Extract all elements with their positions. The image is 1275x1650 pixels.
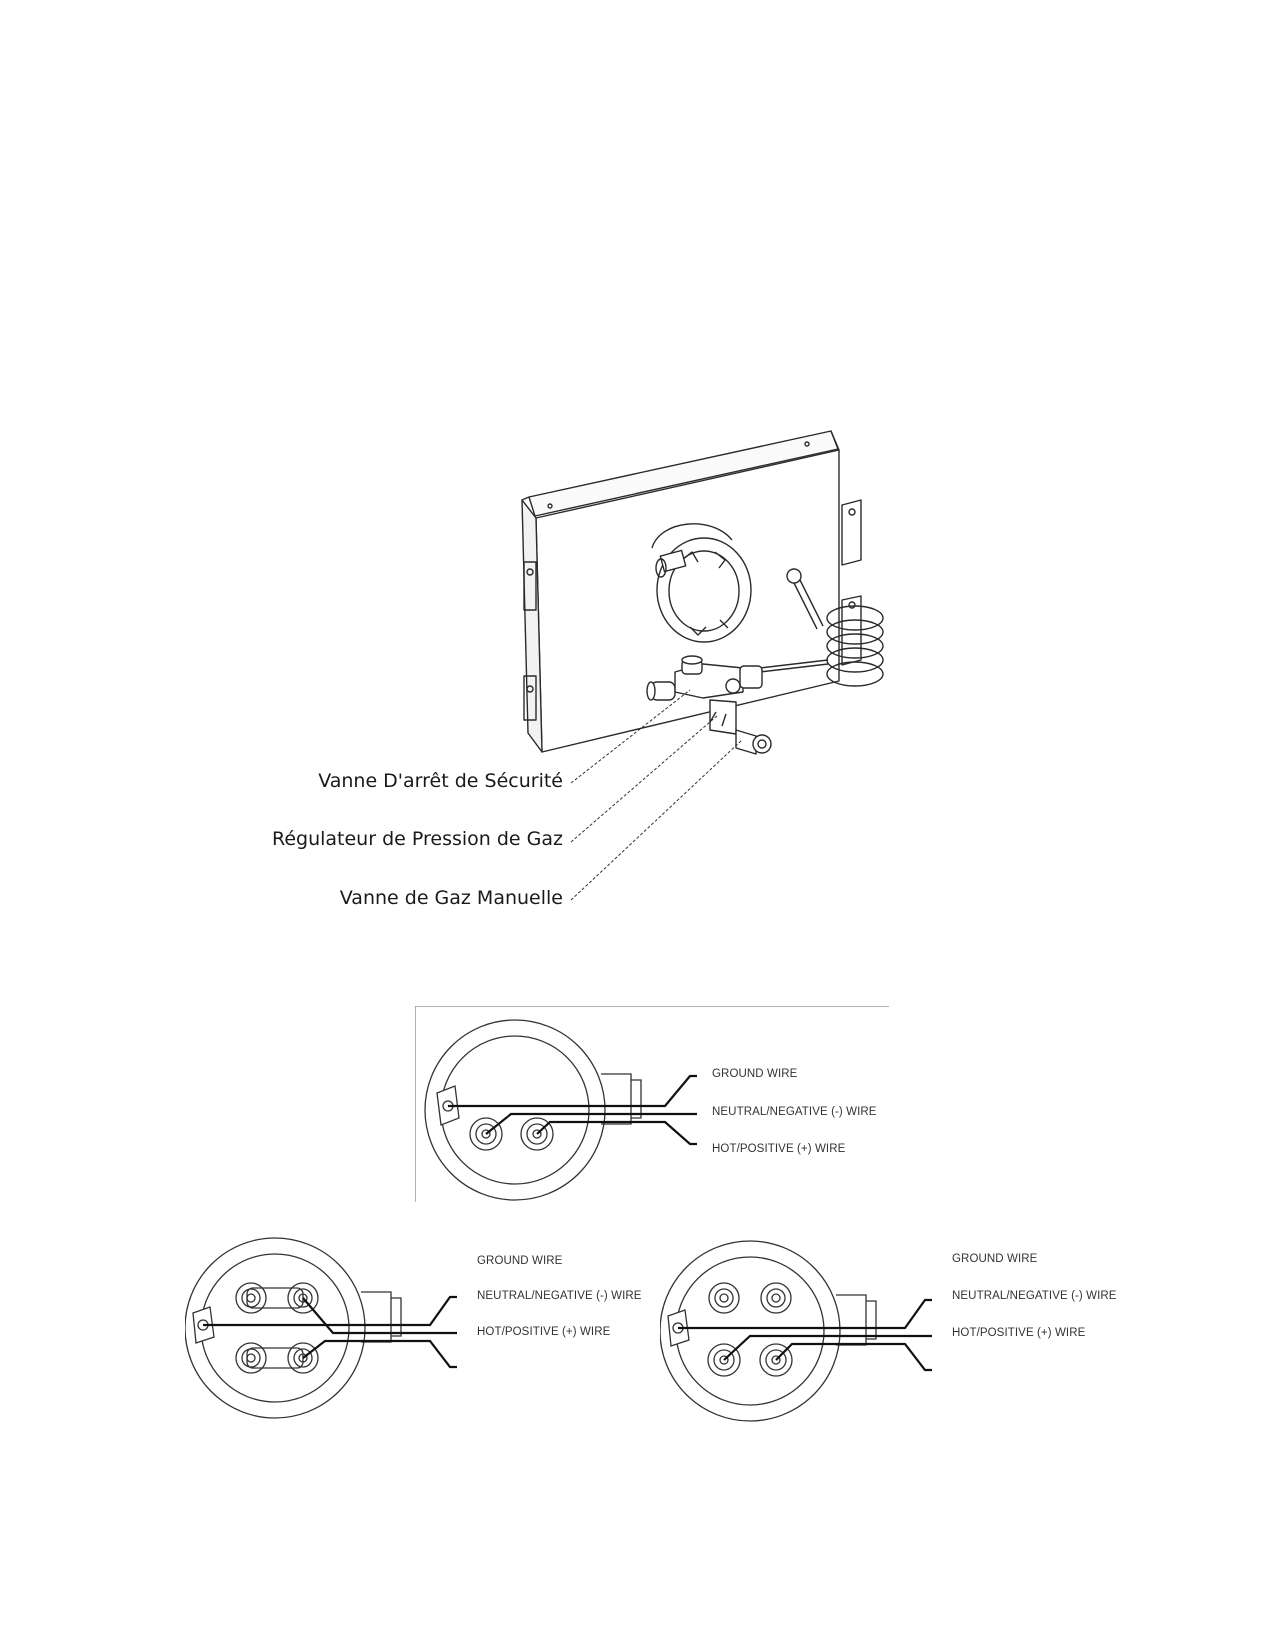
hot-wire-label: HOT/POSITIVE (+) WIRE [477, 1326, 611, 1338]
pressure-regulator-label: Régulateur de Pression de Gaz [271, 828, 563, 850]
gas-heater-drawing [521, 430, 884, 901]
leader-manual-valve [570, 739, 743, 901]
safety-valve-label: Vanne D'arrêt de Sécurité [318, 770, 563, 792]
hot-wire-line [536, 1120, 697, 1146]
neutral-wire-line [485, 1112, 697, 1135]
neutral-wire-label: NEUTRAL/NEGATIVE (-) WIRE [712, 1106, 877, 1118]
leader-safety-valve [570, 689, 691, 784]
junction-box-outer [424, 1019, 606, 1201]
two-terminal-drawing [415, 1006, 889, 1202]
hot-wire-line [775, 1342, 932, 1372]
gas-heater-figure: Vanne D'arrêt de Sécurité Régulateur de … [271, 430, 884, 909]
hot-wire-label: HOT/POSITIVE (+) WIRE [712, 1143, 846, 1155]
wiring-diagram-two-terminal: GROUND WIRE NEUTRAL/NEGATIVE (-) WIRE HO… [415, 1006, 889, 1202]
hot-wire-line [302, 1339, 457, 1369]
leader-pressure-regulator [570, 714, 719, 843]
hot-wire-label: HOT/POSITIVE (+) WIRE [952, 1327, 1086, 1339]
neutral-wire-label: NEUTRAL/NEGATIVE (-) WIRE [952, 1290, 1117, 1302]
ground-wire-label: GROUND WIRE [952, 1253, 1038, 1265]
valve-assembly [646, 655, 772, 755]
four-terminal-left-drawing [185, 1237, 457, 1419]
ground-wire-label: GROUND WIRE [477, 1255, 563, 1267]
wiring-diagram-four-terminal-right: GROUND WIRE NEUTRAL/NEGATIVE (-) WIRE HO… [660, 1238, 1130, 1424]
ground-wire-line [678, 1298, 932, 1330]
ground-wire-line [448, 1074, 697, 1108]
neutral-wire-line [302, 1297, 457, 1335]
manual-valve-label: Vanne de Gaz Manuelle [339, 887, 563, 909]
neutral-wire-label: NEUTRAL/NEGATIVE (-) WIRE [477, 1290, 642, 1302]
wiring-diagram-four-terminal-left: GROUND WIRE NEUTRAL/NEGATIVE (-) WIRE HO… [185, 1235, 655, 1421]
neutral-wire-line [723, 1334, 932, 1361]
four-terminal-right-drawing [660, 1240, 932, 1422]
ground-wire-label: GROUND WIRE [712, 1068, 798, 1080]
ground-wire-line [203, 1295, 457, 1327]
